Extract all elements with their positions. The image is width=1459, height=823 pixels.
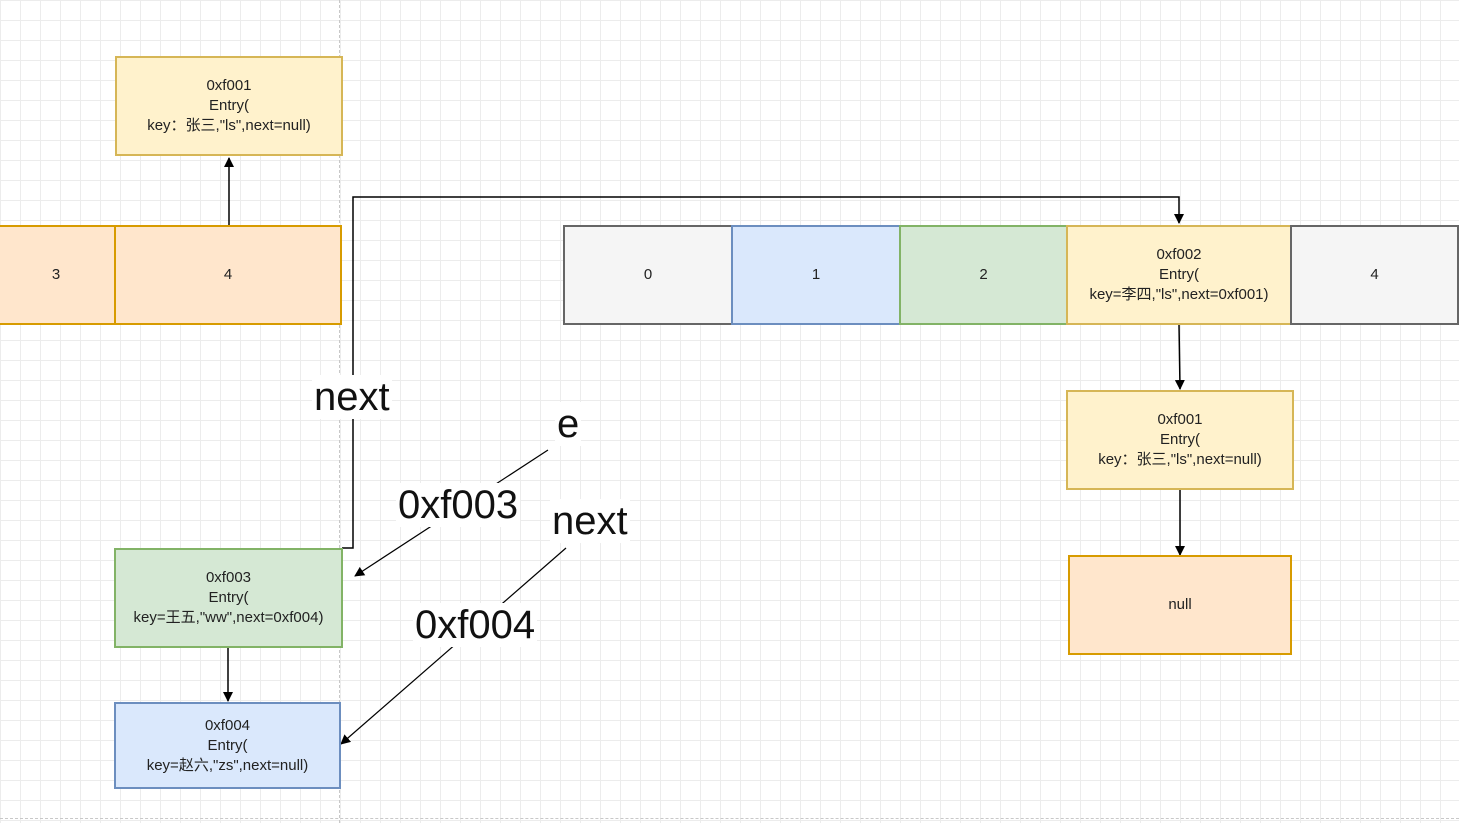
entry-content: key=赵六,"zs",next=null) bbox=[146, 756, 309, 774]
null-label: null bbox=[1168, 596, 1192, 613]
left-array-cell-4: 4 bbox=[114, 225, 342, 325]
label-next-top: next bbox=[312, 375, 392, 419]
label-0xf004: 0xf004 bbox=[413, 603, 538, 647]
entry-type: Entry( bbox=[208, 97, 249, 114]
right-array-cell-0: 0 bbox=[563, 225, 733, 325]
edge-0xf003-to-0xf002 bbox=[342, 196, 1184, 549]
right-array-cell-1: 1 bbox=[731, 225, 901, 325]
entry-address: 0xf001 bbox=[1157, 411, 1203, 428]
entry-content: key：张三,"ls",next=null) bbox=[147, 117, 311, 134]
right-array-cell-3-entry-0xf002: 0xf002 Entry( key=李四,"ls",next=0xf001) bbox=[1066, 225, 1292, 325]
edge-0xf002-to-0xf001 bbox=[1174, 323, 1185, 390]
entry-type: Entry( bbox=[1159, 431, 1200, 448]
entry-0xf003: 0xf003 Entry( key=王五,"ww",next=0xf004) bbox=[114, 548, 343, 648]
label-0xf003: 0xf003 bbox=[396, 483, 521, 527]
cell-label: 4 bbox=[223, 266, 233, 283]
null-box: null bbox=[1068, 555, 1292, 655]
entry-address: 0xf004 bbox=[204, 716, 251, 734]
right-array-cell-4: 4 bbox=[1290, 225, 1459, 325]
entry-address: 0xf001 bbox=[206, 77, 252, 94]
entry-type: Entry( bbox=[1158, 266, 1199, 283]
entry-content: key=李四,"ls",next=0xf001) bbox=[1089, 286, 1269, 303]
entry-type: Entry( bbox=[207, 736, 248, 754]
entry-0xf004: 0xf004 Entry( key=赵六,"zs",next=null) bbox=[114, 702, 341, 789]
entry-0xf001-left: 0xf001 Entry( key：张三,"ls",next=null) bbox=[115, 56, 343, 156]
right-array-cell-2: 2 bbox=[899, 225, 1068, 325]
cell-label: 2 bbox=[979, 266, 988, 283]
entry-address: 0xf002 bbox=[1156, 246, 1202, 263]
cell-label: 1 bbox=[811, 266, 821, 283]
label-next-bottom: next bbox=[550, 499, 630, 543]
cell-label: 0 bbox=[643, 266, 653, 283]
page-break-horizontal bbox=[0, 818, 1459, 819]
left-array-cell-3: 3 bbox=[0, 225, 116, 325]
cell-label: 3 bbox=[51, 266, 61, 283]
entry-0xf001-right: 0xf001 Entry( key：张三,"ls",next=null) bbox=[1066, 390, 1294, 490]
entry-content: key：张三,"ls",next=null) bbox=[1098, 451, 1262, 468]
cell-label: 4 bbox=[1370, 266, 1379, 283]
entry-content: key=王五,"ww",next=0xf004) bbox=[133, 609, 324, 626]
label-e: e bbox=[555, 402, 582, 446]
entry-type: Entry( bbox=[208, 589, 249, 606]
entry-address: 0xf003 bbox=[205, 569, 252, 586]
